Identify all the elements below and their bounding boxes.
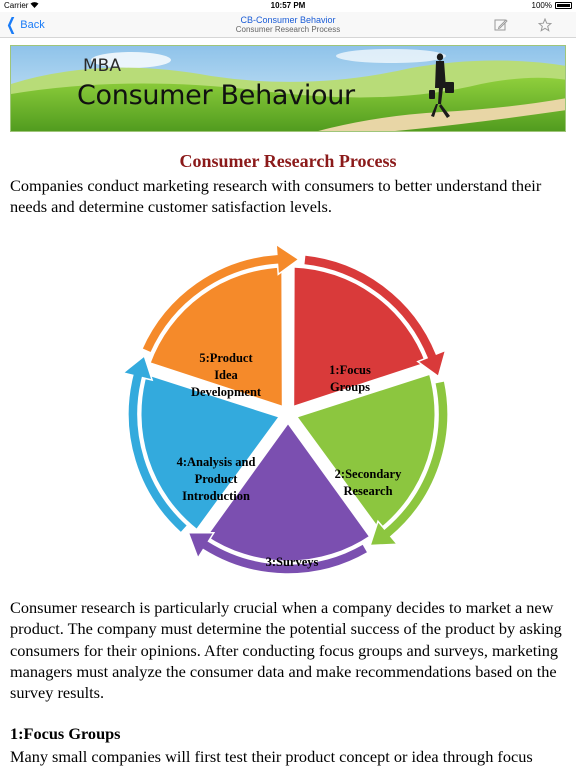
cycle-segment-4 (138, 371, 283, 533)
cycle-label-5-line3: Development (191, 385, 262, 399)
cycle-segment-1 (291, 264, 430, 410)
banner-mba-text: MBA (83, 56, 121, 76)
cycle-label-2-line1: 2:Secondary (335, 467, 402, 481)
section-heading: 1:Focus Groups (10, 724, 121, 743)
carrier-label: Carrier (4, 1, 29, 10)
wifi-icon (30, 1, 39, 10)
cycle-label-3-line1: 3:Surveys (266, 555, 319, 569)
cycle-segment-2 (293, 371, 438, 533)
chevron-left-icon: ❮ (6, 15, 17, 34)
cycle-segment-3 (203, 419, 373, 564)
clock: 10:57 PM (270, 1, 306, 10)
navigation-bar: ❮ Back CB-Consumer Behavior Consumer Res… (0, 12, 576, 38)
intro-paragraph: Companies conduct marketing research wit… (10, 176, 542, 217)
cycle-arrow-2 (369, 379, 449, 547)
nav-title: CB-Consumer Behavior (240, 15, 336, 25)
section-paragraph: Many small companies will first test the… (10, 747, 533, 766)
article-heading: Consumer Research Process (179, 151, 397, 171)
cycle-segment-5 (146, 264, 285, 410)
banner-title: Consumer Behaviour (77, 80, 355, 111)
cycle-label-5-line2: Idea (214, 368, 238, 382)
battery-percent: 100% (531, 1, 552, 10)
battery-icon (555, 2, 572, 9)
body-paragraph: Consumer research is particularly crucia… (10, 598, 562, 703)
star-icon[interactable] (537, 17, 553, 32)
cycle-label-1-line1: 1:Focus (329, 363, 371, 377)
cycle-label-4-line2: Product (195, 472, 239, 486)
back-button[interactable]: ❮ Back (4, 16, 45, 34)
cycle-label-5-line1: 5:Product (199, 351, 253, 365)
cycle-label-4-line3: Introduction (182, 489, 250, 503)
cycle-label-4-line1: 4:Analysis and (177, 455, 256, 469)
cycle-arrow-5 (140, 242, 301, 354)
cycle-arrow-4 (121, 354, 189, 534)
cycle-arrow-3 (187, 531, 370, 575)
banner-image: MBA Consumer Behaviour (10, 45, 566, 132)
cycle-label-1-line2: Groups (330, 380, 370, 394)
compose-icon[interactable] (494, 18, 508, 32)
cycle-label-2-line2: Research (343, 484, 392, 498)
nav-subtitle: Consumer Research Process (235, 25, 341, 34)
status-bar: Carrier 10:57 PM 100% (0, 0, 576, 12)
back-label: Back (20, 19, 45, 31)
cycle-arrow-1 (302, 254, 447, 378)
